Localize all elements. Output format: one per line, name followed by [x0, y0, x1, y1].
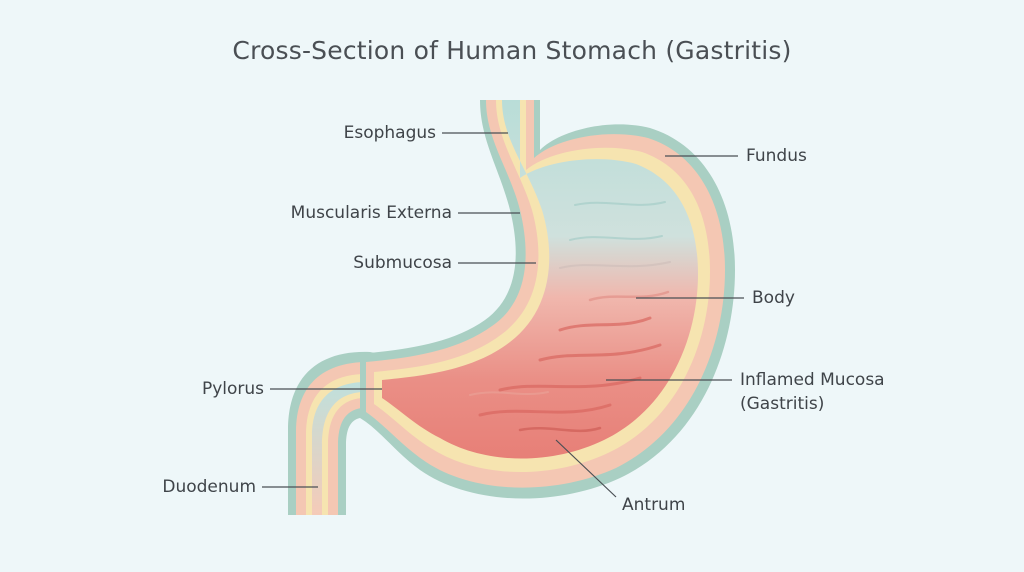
label-duodenum: Duodenum [162, 477, 256, 497]
label-antrum: Antrum [622, 495, 686, 515]
mucosa-layer [382, 100, 698, 459]
label-pylorus: Pylorus [201, 379, 264, 399]
label-submucosa: Submucosa [353, 253, 452, 273]
label-fundus: Fundus [746, 146, 807, 166]
leader-lines [262, 132, 744, 498]
label-body: Body [752, 288, 795, 308]
diagram-title: Cross-Section of Human Stomach (Gastriti… [232, 36, 792, 65]
label-inflamed-mucosa-line2: (Gastritis) [740, 394, 825, 414]
label-inflamed-mucosa-line1: Inflamed Mucosa [740, 370, 885, 390]
leader-antrum [555, 439, 617, 498]
label-muscularis-externa: Muscularis Externa [290, 203, 452, 223]
inflammation-folds [469, 201, 671, 433]
label-esophagus: Esophagus [343, 123, 436, 143]
label-inflamed-mucosa: Inflamed Mucosa (Gastritis) [740, 368, 930, 416]
